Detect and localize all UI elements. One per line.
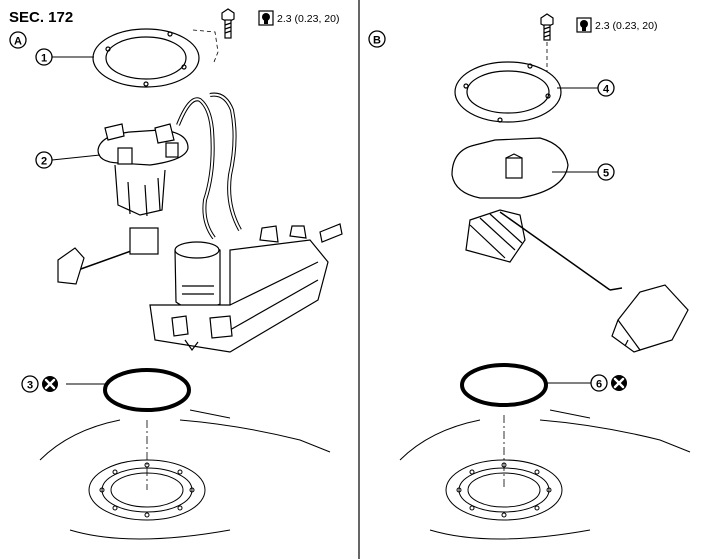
svg-text:3: 3 (27, 380, 33, 392)
retainer-4 (454, 61, 562, 123)
view-marker-a: A (9, 31, 27, 49)
fuel-pump-assembly-2 (57, 92, 343, 353)
leader-2 (51, 154, 101, 161)
callout-6: 6 (590, 374, 608, 392)
fuel-level-sensor-unit-5 (451, 137, 689, 353)
svg-text:A: A (14, 36, 22, 48)
torque-wrench-icon (258, 10, 274, 26)
tank-surface-a (39, 409, 331, 540)
svg-text:B: B (373, 35, 381, 47)
torque-spec-a: 2.3 (0.23, 20) (258, 10, 339, 26)
section-number: SEC. 172 (9, 9, 73, 26)
view-marker-b: B (368, 30, 386, 48)
retainer-1 (92, 28, 200, 88)
svg-text:1: 1 (41, 53, 47, 65)
bolt-a (221, 8, 235, 39)
torque-spec-b: 2.3 (0.23, 20) (576, 17, 657, 33)
callout-4: 4 (597, 79, 615, 97)
torque-wrench-icon (576, 17, 592, 33)
bolt-guide-line-a (192, 29, 219, 63)
do-not-reuse-icon (40, 374, 60, 394)
svg-text:4: 4 (603, 84, 610, 96)
callout-1: 1 (35, 48, 53, 66)
do-not-reuse-icon (609, 373, 629, 393)
bolt-b (540, 13, 554, 41)
callout-2: 2 (35, 151, 53, 169)
tank-surface-b (399, 409, 691, 540)
svg-text:6: 6 (596, 379, 602, 391)
torque-value-a: 2.3 (0.23, 20) (277, 13, 339, 25)
callout-3: 3 (21, 375, 39, 393)
o-ring-3 (103, 368, 191, 412)
svg-text:2: 2 (41, 156, 47, 168)
callout-5: 5 (597, 163, 615, 181)
o-ring-6 (460, 363, 548, 407)
torque-value-b: 2.3 (0.23, 20) (595, 20, 657, 32)
svg-text:5: 5 (603, 168, 609, 180)
